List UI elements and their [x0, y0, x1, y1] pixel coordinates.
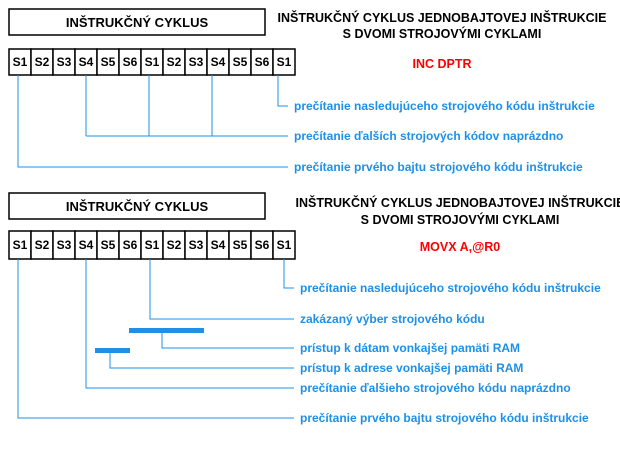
slot-label: S1 [145, 55, 160, 69]
slot-label: S1 [13, 238, 28, 252]
annotation-disabled-fetch: zakázaný výber strojového kódu [300, 312, 485, 326]
bar-address-access [95, 348, 130, 353]
annotation-first-byte: prečítanie prvého bajtu strojového kódu … [300, 411, 589, 425]
cycle-label: INŠTRUKČNÝ CYKLUS [66, 15, 209, 30]
connector-disabled-fetch [149, 259, 294, 320]
connector-next-opcode [283, 259, 294, 289]
slot-label: S2 [35, 238, 50, 252]
diagram-inc-dptr: INŠTRUKČNÝ CYKLUS S1 S2 S3 S4 S5 S6 S1 S… [8, 8, 607, 174]
diagram-heading-line1: INŠTRUKČNÝ CYKLUS JEDNOBAJTOVEJ INŠTRUKC… [296, 195, 620, 210]
slot-label: S3 [189, 55, 204, 69]
slot-label: S5 [101, 238, 116, 252]
annotation-next-opcode: prečítanie nasledujúceho strojového kódu… [300, 281, 601, 295]
annotation-address-access: prístup k adrese vonkajšej pamäti RAM [300, 361, 523, 375]
slot-label: S3 [57, 55, 72, 69]
instruction-mnemonic: INC DPTR [412, 57, 471, 71]
slot-label: S1 [277, 238, 292, 252]
annotation-first-byte: prečítanie prvého bajtu strojového kódu … [294, 160, 583, 174]
connector-lines [17, 75, 288, 168]
diagram-movx: INŠTRUKČNÝ CYKLUS S1 S2 S3 S4 S5 S6 S1 S… [8, 192, 620, 425]
slot-label: S1 [13, 55, 28, 69]
slot-label: S6 [123, 238, 138, 252]
connector-data-access [161, 333, 294, 349]
slot-label: S4 [211, 238, 226, 252]
instruction-mnemonic: MOVX A,@R0 [420, 240, 501, 254]
annotation-data-access: prístup k dátam vonkajšej pamäti RAM [300, 341, 520, 355]
slot-label: S3 [57, 238, 72, 252]
diagram-heading-line1: INŠTRUKČNÝ CYKLUS JEDNOBAJTOVEJ INŠTRUKC… [278, 10, 607, 25]
cycle-box [8, 192, 266, 220]
diagram-heading-line2: S DVOMI STROJOVÝMI CYKLAMI [343, 26, 542, 41]
annotation-dummy-reads: prečítanie ďalších strojových kódov napr… [294, 129, 563, 143]
slot-label: S5 [233, 55, 248, 69]
slot-label: S1 [145, 238, 160, 252]
connector-dummy-read [85, 259, 294, 389]
slot-label: S5 [233, 238, 248, 252]
slot-label: S4 [211, 55, 226, 69]
slot-label: S4 [79, 55, 94, 69]
cycle-box [8, 8, 266, 36]
slot-label: S6 [255, 55, 270, 69]
connector-lines [17, 259, 294, 419]
slot-label: S3 [189, 238, 204, 252]
cycle-label: INŠTRUKČNÝ CYKLUS [66, 199, 209, 214]
slot-row: S1 S2 S3 S4 S5 S6 S1 S2 S3 S4 S5 S6 S1 [8, 230, 296, 260]
diagram-heading-line2: S DVOMI STROJOVÝMI CYKLAMI [361, 212, 560, 227]
connector-first-byte [17, 259, 294, 419]
slot-label: S4 [79, 238, 94, 252]
slot-cell [272, 48, 296, 76]
slot-label: S2 [167, 55, 182, 69]
slot-label: S6 [123, 55, 138, 69]
connector-address-access [109, 353, 294, 369]
slot-label: S6 [255, 238, 270, 252]
connector-first-byte [17, 75, 288, 168]
slot-label: S5 [101, 55, 116, 69]
connector-next-opcode [277, 75, 288, 107]
bar-data-access [129, 328, 204, 333]
slot-label: S1 [277, 55, 292, 69]
slot-row: S1 S2 S3 S4 S5 S6 S1 S2 S3 S4 S5 S6 S1 [8, 48, 296, 76]
slot-label: S2 [35, 55, 50, 69]
annotation-dummy-read: prečítanie ďalšieho strojového kódu napr… [300, 381, 571, 395]
annotation-next-opcode: prečítanie nasledujúceho strojového kódu… [294, 99, 595, 113]
slot-label: S2 [167, 238, 182, 252]
